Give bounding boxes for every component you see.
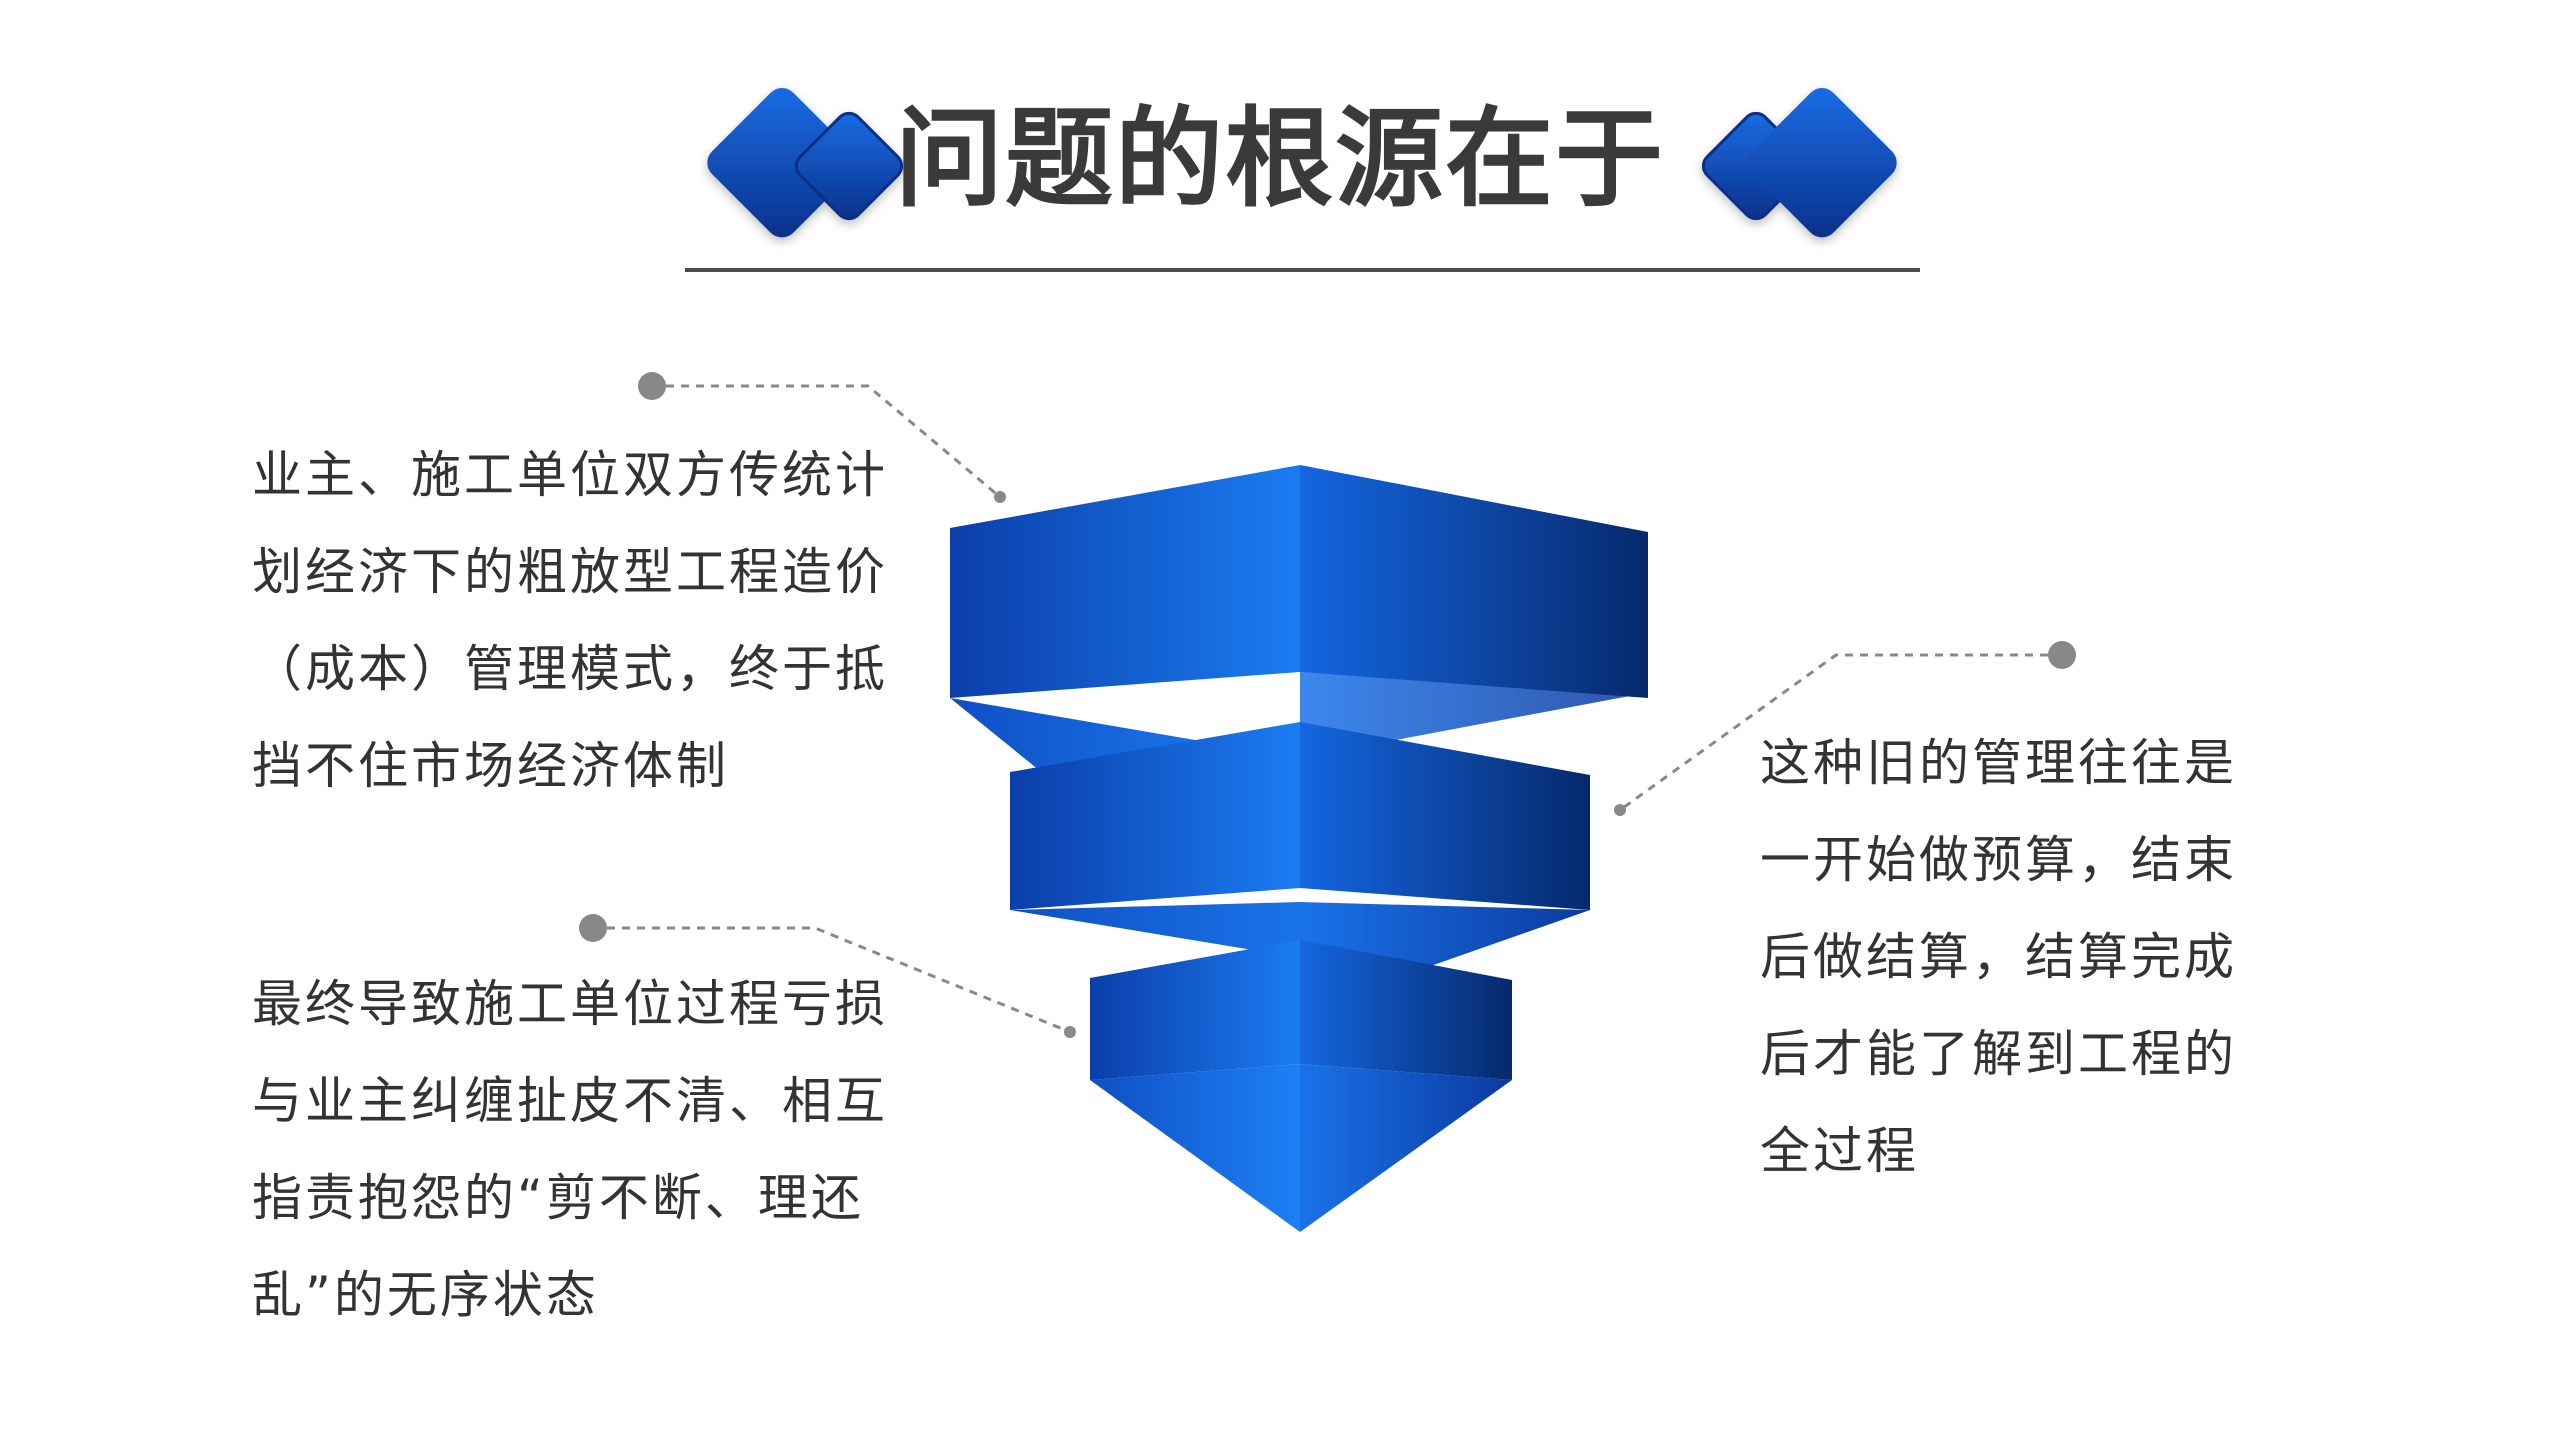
fold-underside-1-right [1300,672,1635,758]
callout-bottom-left: 最终导致施工单位过程亏损 与业主纠缠扯皮不清、相互 指责抱怨的“剪不断、理还 乱… [252,956,888,1344]
left-diamond-pair-icon [707,88,904,238]
callout-line: 业主、施工单位双方传统计 [252,446,888,504]
connector-bottom-left [579,914,1076,1038]
connector-right-dot [2048,641,2076,669]
band-2-left-face [1010,722,1300,910]
callout-line: 后做结算，结算完成 [1760,928,2237,986]
connector-top-left-dot [638,372,666,400]
band-3-left-face [1090,940,1300,1080]
fold-underside-2-left [1010,902,1405,975]
page-title: 问题的根源在于 [894,97,1665,222]
band-2-right-face [1300,722,1590,910]
callout-right: 这种旧的管理往往是 一开始做预算，结束 后做结算，结算完成 后才能了解到工程的 … [1760,715,2237,1200]
callout-line: 最终导致施工单位过程亏损 [252,975,888,1033]
callout-line: 一开始做预算，结束 [1760,831,2237,889]
arrow-tip-right-face [1300,1064,1512,1232]
callout-line: 挡不住市场经济体制 [252,737,729,795]
title-underline [685,268,1920,272]
connector-top-left [638,372,1006,503]
callout-top-left: 业主、施工单位双方传统计 划经济下的粗放型工程造价 （成本）管理模式，终于抵 挡… [252,427,888,815]
folded-arrow-graphic [950,465,1648,1232]
callout-line: 全过程 [1760,1122,1919,1180]
callout-line: 划经济下的粗放型工程造价 [252,543,888,601]
callout-line: 这种旧的管理往往是 [1760,734,2237,792]
callout-line: 后才能了解到工程的 [1760,1025,2237,1083]
callout-line: 与业主纠缠扯皮不清、相互 [252,1072,888,1130]
connector-right [1614,641,2076,816]
right-diamond-pair-icon [1701,88,1897,238]
callout-line: （成本）管理模式，终于抵 [252,640,888,698]
band-1-right-face [1300,465,1648,698]
callout-line: 指责抱怨的“剪不断、理还 [252,1169,864,1227]
callout-line: 乱”的无序状态 [252,1266,599,1324]
band-1-left-face [950,465,1300,698]
band-3-right-face [1300,940,1512,1080]
connector-bottom-left-dot [579,914,607,942]
arrow-tip-left-face [1090,1064,1300,1232]
